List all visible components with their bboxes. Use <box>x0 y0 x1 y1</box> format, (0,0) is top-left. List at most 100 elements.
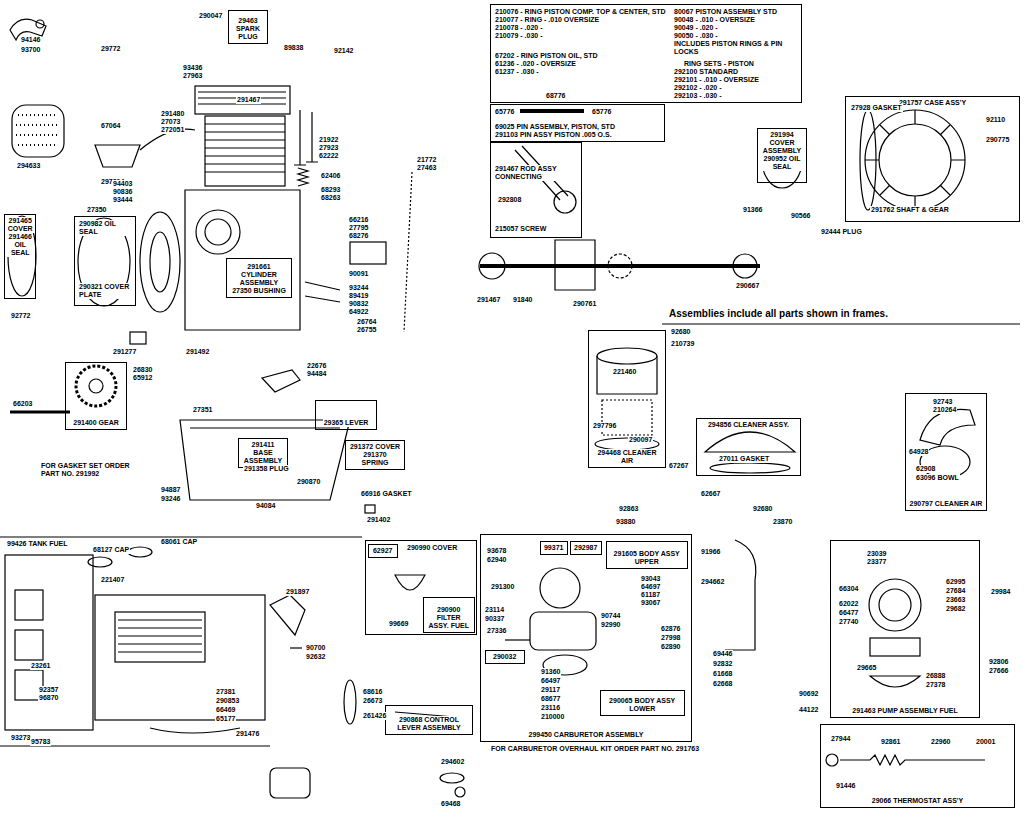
connecting-rod <box>554 191 576 213</box>
frame-caption: 291466 OIL SEAL <box>7 233 33 257</box>
callout-number: 290870 <box>296 478 321 486</box>
callout-number: 92110 <box>985 116 1006 124</box>
assembly-frame: 291463 PUMP ASSEMBLY FUEL <box>830 540 980 718</box>
crank-link <box>262 370 300 392</box>
callout-number: 94146 <box>20 36 41 44</box>
fuel-pump <box>870 638 920 656</box>
callout-number: 93444 <box>112 196 133 204</box>
thermostat <box>826 754 838 766</box>
assembly-frame: 294468 CLEANER AIR <box>588 330 666 468</box>
callout-number: 27740 <box>838 618 859 626</box>
wire <box>404 172 412 332</box>
callout-number: 290097 <box>628 436 653 444</box>
muffler <box>270 680 356 798</box>
callout-number: 90836 <box>112 188 133 196</box>
frame-caption: 291661 CYLINDER ASSEMBLY <box>229 263 289 287</box>
crankshaft <box>479 253 505 279</box>
cover-plate <box>140 212 180 312</box>
callout-number: 23377 <box>866 558 887 566</box>
callout-number: 27666 <box>988 667 1009 675</box>
crankshaft <box>733 254 757 278</box>
assembly-frame: 657766577669025 PIN ASSEMBLY, PISTON, ST… <box>490 104 665 142</box>
elbow-fitting <box>36 20 44 28</box>
engine-assembly <box>95 595 265 720</box>
valve <box>294 110 318 186</box>
carburetor <box>530 612 596 650</box>
callout-number: 294662 <box>700 578 725 586</box>
frame-caption: 210076 - RING PISTON COMP. TOP & CENTER,… <box>494 8 667 16</box>
fuel-tank <box>15 630 43 660</box>
callout-number: 91966 <box>700 548 721 556</box>
frame-caption: 299450 CARBURETOR ASSEMBLY <box>528 731 645 739</box>
callout-number: 92861 <box>880 738 901 746</box>
cylinder-head <box>198 92 286 104</box>
callout-number: 94403 <box>112 180 133 188</box>
frame-caption: 65776 <box>494 108 515 116</box>
callout-number: 92806 <box>988 658 1009 666</box>
frame-caption: 291994 COVER ASSEMBLY <box>760 131 804 155</box>
small-parts <box>455 787 465 797</box>
callout-number: 26673 <box>362 697 383 705</box>
fuel-tank <box>5 547 152 730</box>
carburetor <box>540 568 580 608</box>
frame-caption: INCLUDES PISTON RINGS & PIN LOCKS <box>673 40 799 56</box>
fuel-tank <box>88 557 112 567</box>
part-label: Assemblies include all parts shown in fr… <box>668 308 889 320</box>
fuel-filter <box>395 575 425 590</box>
callout-number: 69446 <box>712 650 733 658</box>
part-label: 63096 BOWL <box>915 474 960 482</box>
callout-number: 22960 <box>930 738 951 746</box>
callout-number: 91366 <box>742 206 763 214</box>
valve <box>298 168 308 186</box>
callout-number: 62940 <box>486 556 507 564</box>
air-cleaner <box>920 409 975 445</box>
frame-caption: 27350 BUSHING <box>231 287 287 295</box>
callout-number: 92142 <box>333 47 354 55</box>
frame-caption: 215057 SCREW <box>494 225 547 233</box>
callout-number: 62022 <box>838 600 859 608</box>
air-filter <box>12 105 64 157</box>
callout-number: 94484 <box>306 370 327 378</box>
cam-gear <box>10 366 116 412</box>
cylinder <box>205 116 285 186</box>
cam-gear <box>76 366 116 406</box>
callout-number: 27963 <box>182 72 203 80</box>
engine-assembly <box>118 620 202 652</box>
callout-number: 93436 <box>182 64 203 72</box>
engine-base <box>180 420 350 500</box>
callout-number: 27073 <box>160 118 181 126</box>
assembly-frame: 291605 BODY ASSY UPPER <box>606 541 688 569</box>
assembly-frame: 291411 BASE ASSEMBLY <box>238 438 288 468</box>
callout-number: 62406 <box>320 172 341 180</box>
air-filter <box>12 105 64 157</box>
frame-caption: 291411 BASE ASSEMBLY <box>241 441 285 465</box>
callout-number: 291402 <box>366 516 391 524</box>
air-cleaner <box>597 356 657 394</box>
callout-number: 290761 <box>572 300 597 308</box>
callout-number: 62222 <box>318 152 339 160</box>
frame-caption: 290952 OIL SEAL <box>760 155 804 171</box>
frame-caption: 61236 - .020 - OVERSIZE <box>494 60 577 68</box>
assembly-frame: 291467 ROD ASSY CONNECTING215057 SCREW <box>490 142 582 238</box>
callout-number: 92863 <box>618 505 639 513</box>
callout-number: 221460 <box>612 368 637 376</box>
callout-number: 68293 <box>320 186 341 194</box>
thermostat <box>840 755 985 765</box>
callout-number: 26755 <box>356 326 377 334</box>
callout-number: 290853 <box>215 697 240 705</box>
fuel-tank <box>5 555 93 730</box>
callout-number: 29984 <box>990 588 1011 596</box>
callout-number: 62668 <box>712 680 733 688</box>
frame-caption: 292103 - .030 - <box>673 92 722 100</box>
crankshaft <box>555 240 595 290</box>
callout-number: 26888 <box>925 672 946 680</box>
callout-number: 90832 <box>348 300 369 308</box>
frame-caption: 291605 BODY ASSY UPPER <box>609 550 685 566</box>
valve <box>294 110 318 165</box>
air-cleaner <box>705 432 795 452</box>
callout-number: 68276 <box>348 232 369 240</box>
callout-number: 27350 <box>86 206 107 214</box>
frame-caption: 292102 - .020 - <box>673 84 722 92</box>
fuel-pump <box>869 579 921 631</box>
callout-number: 68776 <box>545 92 566 100</box>
